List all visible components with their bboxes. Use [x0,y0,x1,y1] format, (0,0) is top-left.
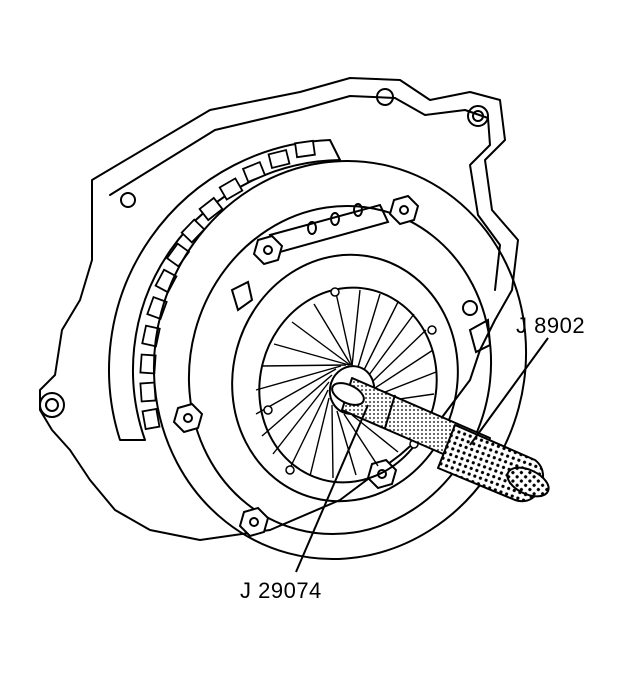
mount-hole-upper-left [120,192,136,208]
pressure-plate-cover [152,159,528,561]
leader-line-j29074 [295,404,369,573]
pilot-handle [437,424,550,503]
housing-inner-edge [109,95,501,291]
mount-hole-right [462,300,478,316]
pressure-plate-inner [231,253,459,503]
bolt-bottom-right [366,458,398,490]
callout-j8902: J 8902 [516,313,586,338]
mount-hole-left [39,392,65,418]
ring-gear-teeth [139,139,316,431]
ring-gear [108,139,341,441]
rivets [263,287,437,475]
bolt-lower-left [172,402,204,434]
diaphragm-spring [255,286,438,484]
mount-hole-top-right [467,105,489,127]
leader-line-j8902 [469,337,549,446]
cover-bolts [172,194,420,538]
callout-j29074: J 29074 [240,578,322,603]
bolt-top [388,194,420,226]
mount-hole-top [376,88,394,106]
bolt-left [252,234,284,266]
bolt-bottom [238,506,270,538]
